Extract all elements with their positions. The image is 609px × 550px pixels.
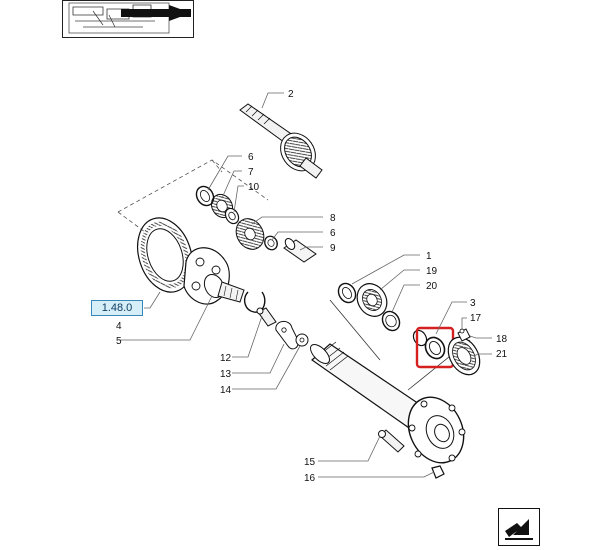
- callout-2: 2: [288, 89, 294, 100]
- callout-17: 17: [470, 313, 482, 324]
- callout-16: 16: [304, 473, 316, 484]
- part-19-bearing: [356, 283, 388, 317]
- part-2-splined-shaft: [239, 103, 323, 179]
- wheel-flange: [407, 396, 466, 464]
- leader-lines: [120, 92, 492, 478]
- snap-ring: [243, 291, 266, 313]
- callout-12: 12: [220, 353, 232, 364]
- part-20-bearing-cup: [381, 310, 401, 332]
- cross-reference-link[interactable]: 1.48.0: [91, 300, 143, 316]
- next-page-arrow-icon: [505, 519, 533, 540]
- callout-8: 8: [330, 213, 336, 224]
- part-13-lock-plate: [275, 321, 299, 350]
- callout-5: 5: [116, 336, 122, 347]
- part-15-wheel-stud: [378, 429, 405, 453]
- part-8-planet-gear: [235, 218, 265, 250]
- callout-6-upper: 6: [248, 152, 254, 163]
- next-page-button[interactable]: [498, 508, 540, 546]
- callout-14: 14: [220, 385, 232, 396]
- callout-15: 15: [304, 457, 316, 468]
- callout-10: 10: [248, 182, 260, 193]
- callout-3: 3: [470, 298, 476, 309]
- part-5-planet-carrier: [183, 247, 245, 305]
- part-1-bearing-seal: [337, 282, 357, 304]
- callout-18: 18: [496, 334, 508, 345]
- part-14-washer: [295, 333, 309, 347]
- part-6-washer-upper: [195, 185, 215, 207]
- part-6-washer-lower: [264, 235, 278, 251]
- overview-thumbnail-icon: [68, 2, 191, 34]
- callout-21: 21: [496, 349, 508, 360]
- part-10-spacer: [224, 207, 240, 225]
- overview-thumbnail[interactable]: [62, 0, 194, 38]
- callout-7: 7: [248, 167, 254, 178]
- callout-13: 13: [220, 369, 232, 380]
- callout-19: 19: [426, 266, 438, 277]
- part-9-pin: [283, 238, 317, 263]
- callout-6-lower: 6: [330, 228, 336, 239]
- callout-4: 4: [116, 321, 122, 332]
- callout-9: 9: [330, 243, 336, 254]
- part-4-ring-gear: [137, 217, 193, 293]
- callout-20: 20: [426, 281, 438, 292]
- part-16-wheel-nut: [431, 465, 445, 479]
- callout-1: 1: [426, 251, 432, 262]
- part-12-bolt: [256, 307, 277, 327]
- callout-labels: 2 6 7 10 8 6 9 4 5 12 13 14 1 19 20 3 17…: [116, 89, 508, 484]
- part-21-bearing-ring: [447, 336, 481, 376]
- housing-outline: [117, 159, 269, 233]
